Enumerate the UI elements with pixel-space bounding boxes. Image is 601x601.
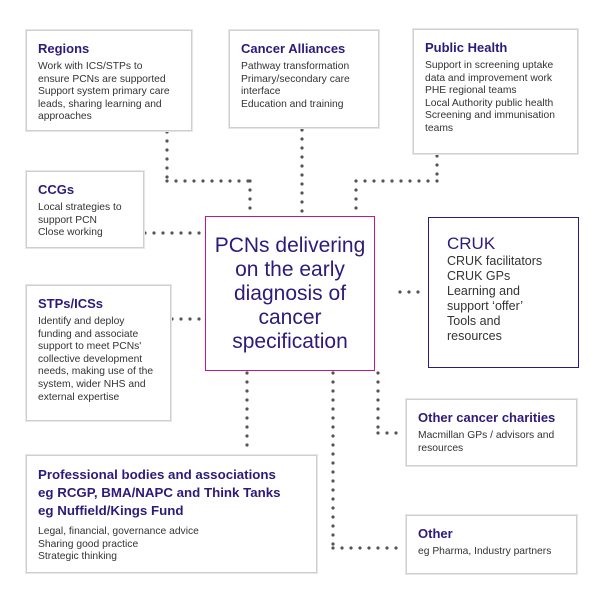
stps-icss-line: support to meet PCNs' — [38, 341, 142, 353]
cruk-line: Learning and — [447, 284, 520, 298]
cruk-line: resources — [447, 329, 502, 343]
public-health-box: Public Health Support in screening uptak… — [413, 29, 578, 154]
public-health-line: teams — [425, 122, 454, 134]
other-line: eg Pharma, Industry partners — [418, 546, 552, 557]
stps-icss-box: STPs/ICSs Identify and deploy funding an… — [26, 285, 171, 421]
stps-icss-line: Identify and deploy — [38, 316, 125, 327]
ccgs-line: Local strategies to — [38, 202, 122, 213]
professional-bodies-line: Strategic thinking — [38, 551, 117, 563]
regions-line: Work with ICS/STPs to — [38, 61, 143, 72]
professional-bodies-title-line: eg RCGP, BMA/NAPC and Think Tanks — [38, 485, 281, 500]
public-health-line: Support in screening uptake — [425, 60, 554, 71]
center-pcn-box: PCNs delivering on the early diagnosis o… — [205, 216, 375, 371]
center-text-line: specification — [232, 329, 348, 353]
public-health-line: data and improvement work — [425, 72, 553, 84]
professional-bodies-title-line: eg Nuffield/Kings Fund — [38, 503, 184, 518]
center-text-line: diagnosis of — [233, 281, 347, 305]
cancer-alliances-line: Pathway transformation — [241, 61, 350, 72]
ccgs-box: CCGs Local strategies to support PCN Clo… — [26, 171, 144, 248]
cancer-alliances-box: Cancer Alliances Pathway transformation … — [229, 30, 379, 128]
center-text-line: on the early — [235, 257, 345, 281]
other-charities-line: resources — [418, 442, 464, 454]
public-health-line: Screening and immunisation — [425, 110, 555, 122]
regions-line: ensure PCNs are supported — [38, 73, 166, 85]
other-title: Other — [418, 526, 453, 541]
stps-icss-line: needs, making use of the — [38, 366, 154, 378]
cancer-alliances-line: Education and training — [241, 98, 344, 110]
cancer-alliances-line: interface — [241, 86, 281, 98]
stps-icss-line: collective development — [38, 353, 143, 365]
other-box: Other eg Pharma, Industry partners — [406, 515, 577, 574]
ccgs-title: CCGs — [38, 182, 75, 197]
stps-icss-line: external expertise — [38, 391, 120, 403]
other-charities-line: Macmillan GPs / advisors and — [418, 430, 555, 441]
professional-bodies-title: Professional bodies and associations eg … — [38, 466, 306, 520]
cancer-alliances-line: Primary/secondary care — [241, 73, 350, 85]
professional-bodies-line: Sharing good practice — [38, 538, 139, 550]
cruk-title: CRUK — [447, 234, 496, 253]
other-charities-box: Other cancer charities Macmillan GPs / a… — [406, 399, 577, 466]
professional-bodies-box: Professional bodies and associations eg … — [26, 455, 317, 573]
professional-bodies-line: Legal, financial, governance advice — [38, 526, 199, 537]
regions-title: Regions — [38, 41, 90, 56]
ccgs-line: Close working — [38, 227, 103, 239]
public-health-line: PHE regional teams — [425, 85, 517, 97]
ccgs-line: support PCN — [38, 214, 97, 226]
center-text-line: PCNs delivering — [214, 233, 366, 257]
stps-icss-title: STPs/ICSs — [38, 296, 104, 311]
public-health-line: Local Authority public health — [425, 97, 554, 109]
other-charities-title: Other cancer charities — [418, 410, 556, 425]
stps-icss-line: funding and associate — [38, 328, 139, 340]
cruk-line: support ‘offer’ — [447, 299, 523, 313]
cruk-box: CRUK CRUK facilitators CRUK GPs Learning… — [428, 217, 579, 368]
center-text-line: cancer — [258, 305, 322, 329]
regions-line: approaches — [38, 111, 92, 123]
cruk-line: CRUK facilitators — [447, 254, 543, 268]
regions-line: leads, sharing learning and — [38, 98, 162, 110]
public-health-title: Public Health — [425, 40, 508, 55]
regions-box: Regions Work with ICS/STPs to ensure PCN… — [26, 30, 192, 131]
cancer-alliances-title: Cancer Alliances — [241, 41, 346, 56]
cruk-line: CRUK GPs — [447, 269, 511, 283]
regions-line: Support system primary care — [38, 86, 170, 98]
cruk-line: Tools and — [447, 314, 501, 328]
professional-bodies-title-line: Professional bodies and associations — [38, 467, 276, 482]
stps-icss-line: system, wider NHS and — [38, 378, 146, 390]
